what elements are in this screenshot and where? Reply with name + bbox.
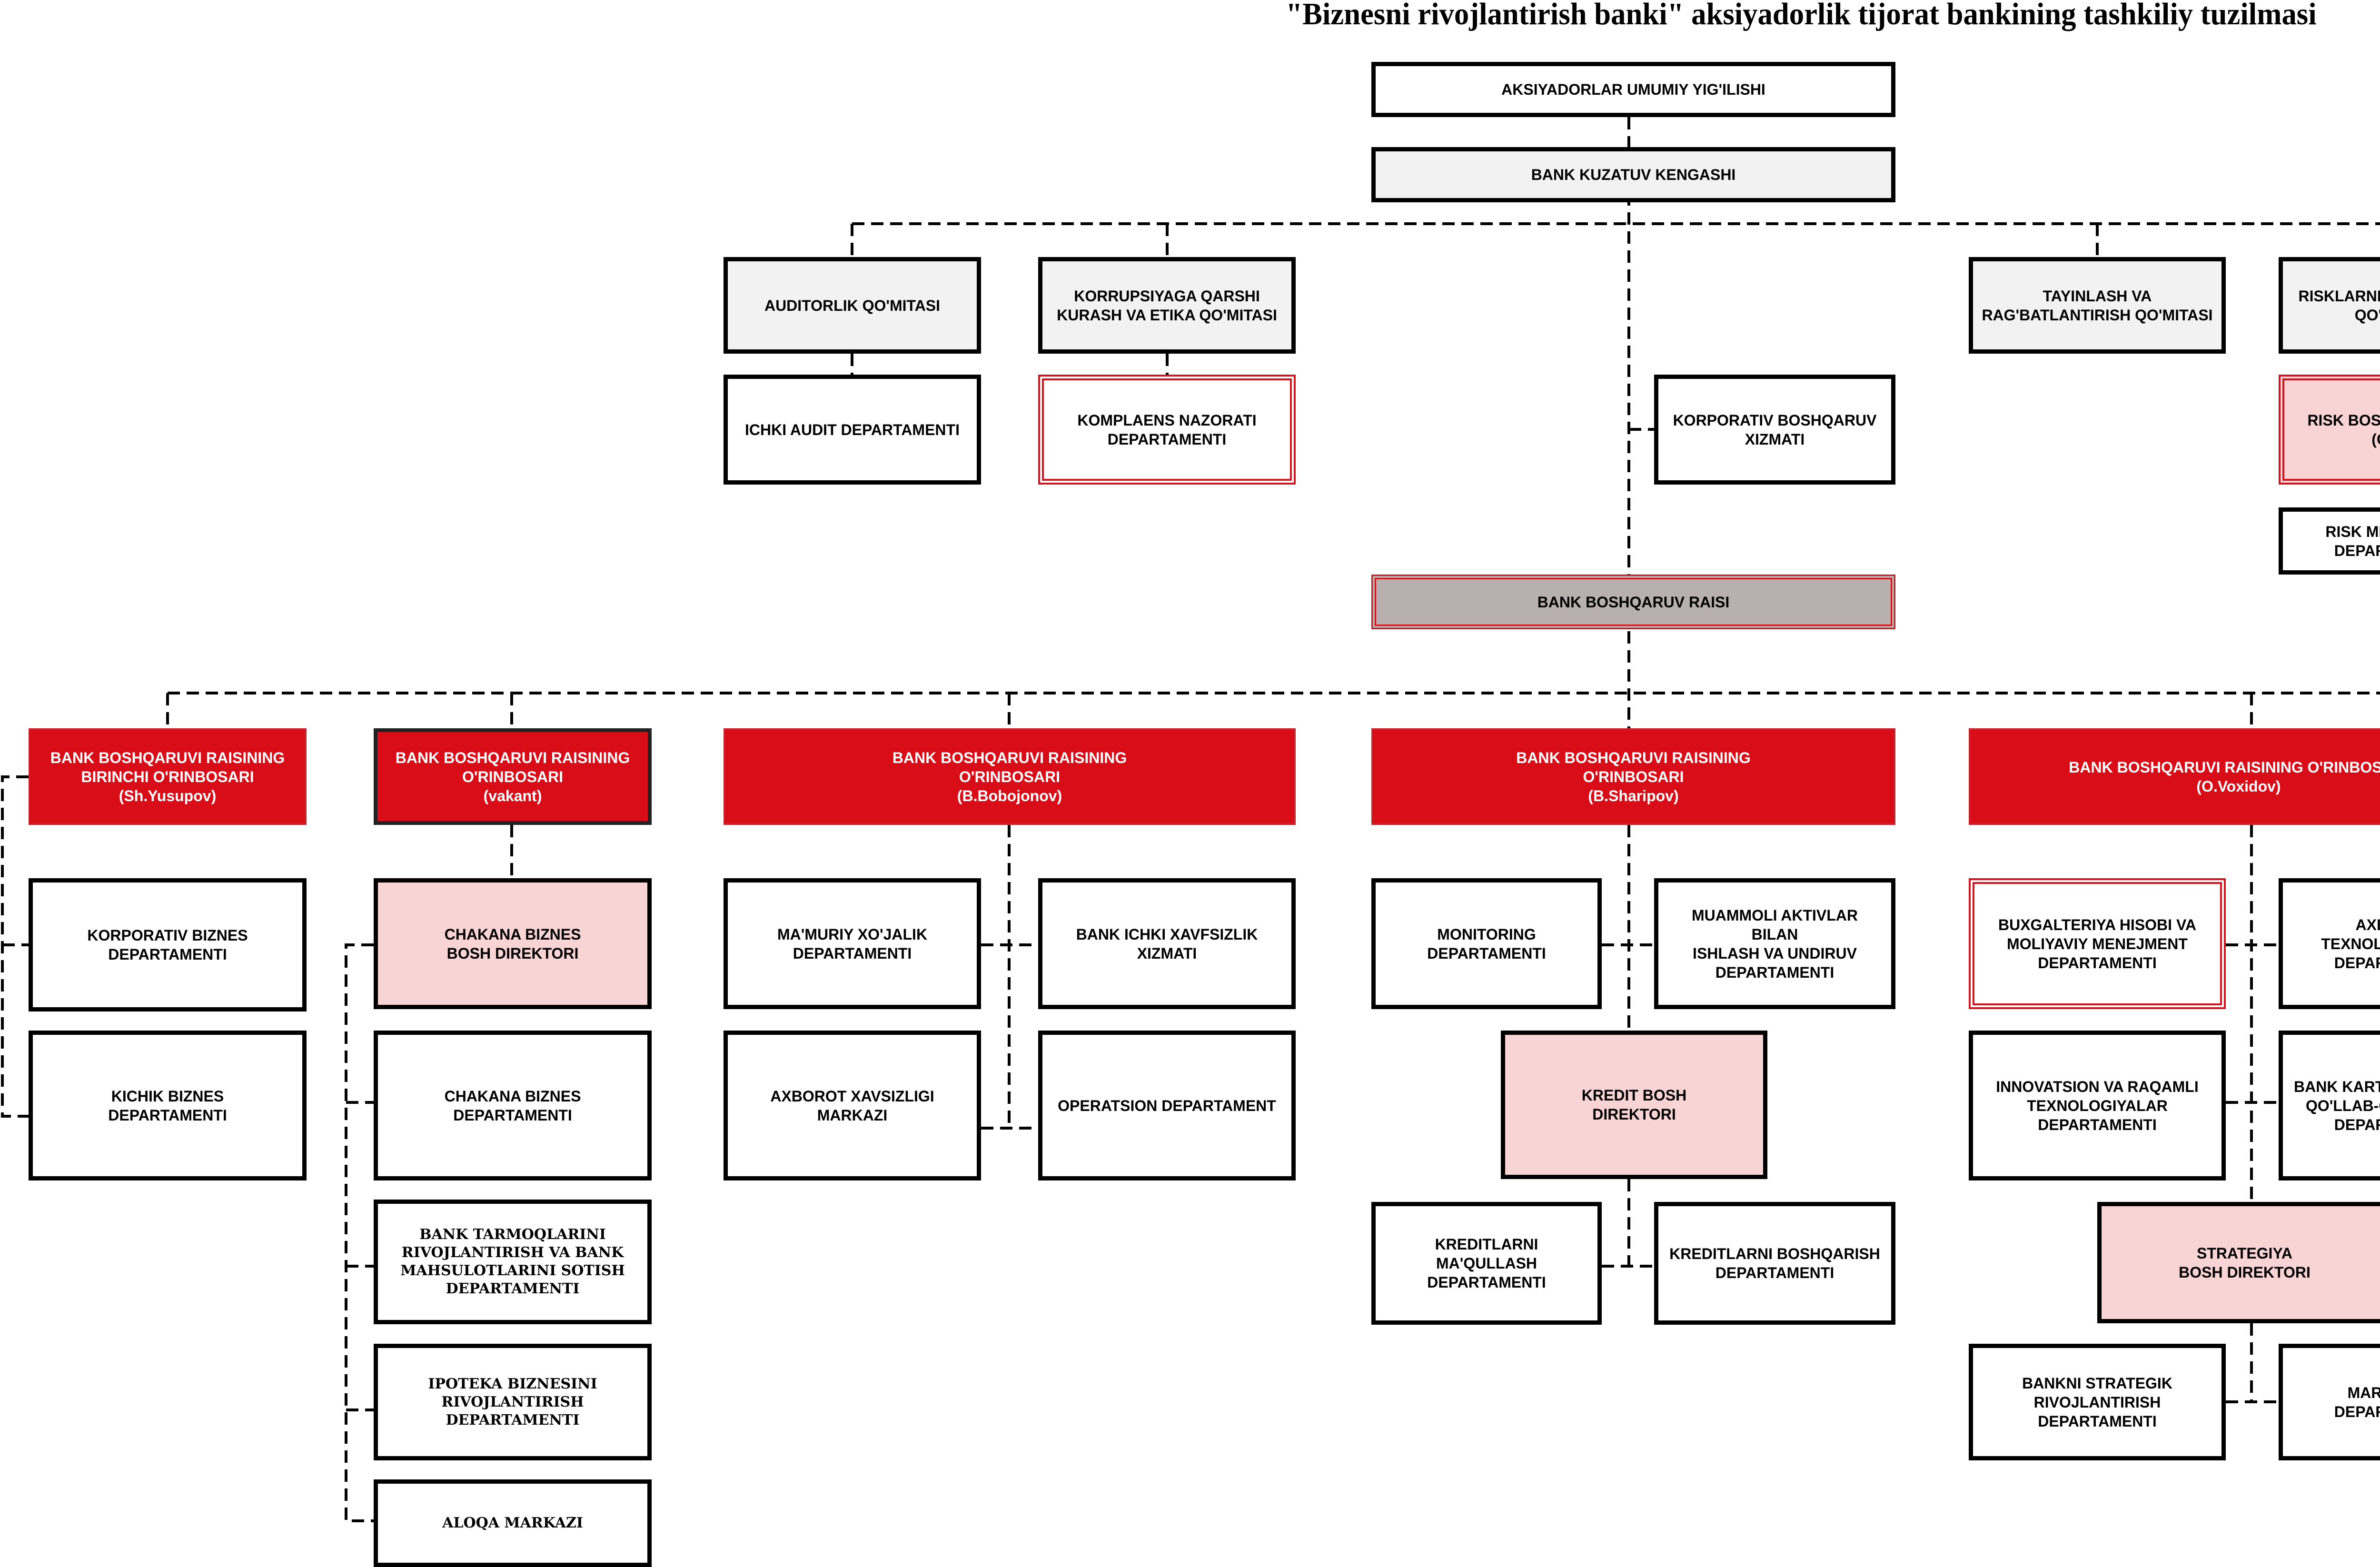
marketing-dept[interactable]: MARKETING DEPARTAMENTI (2279, 1344, 2380, 1460)
connector-deputy-4 (1602, 825, 1654, 1268)
deputy-voxidov[interactable]: BANK BOSHQARUVI RAISINING O'RINBOSARI (O… (1969, 728, 2380, 825)
connector-deputy-5 (2226, 825, 2279, 1403)
committee-risk[interactable]: RISKLARNI BOSHQARISH QO'MITASI (2279, 257, 2380, 354)
credit-management-dept[interactable]: KREDITLARNI BOSHQARISH DEPARTAMENTI (1654, 1202, 1895, 1325)
deputy-vakant-retail[interactable]: BANK BOSHQARUVI RAISINING O'RINBOSARI (v… (374, 728, 652, 825)
mortgage-business-dept[interactable]: IPOTEKA BIZNESINI RIVOJLANTIRISH DEPARTA… (374, 1344, 652, 1460)
strategy-director[interactable]: STRATEGIYA BOSH DIREKTORI (2097, 1202, 2380, 1323)
it-dept[interactable]: AXBOROT TEXNOLOGIYALARI DEPARTAMENTI (2279, 878, 2380, 1009)
accounting-dept[interactable]: BUXGALTERIYA HISOBI VA MOLIYAVIY MENEJME… (1969, 878, 2226, 1009)
problem-assets-dept[interactable]: MUAMMOLI AKTIVLAR BILAN ISHLASH VA UNDIR… (1654, 878, 1895, 1009)
committee-audit[interactable]: AUDITORLIK QO'MITASI (724, 257, 981, 354)
cro-box[interactable]: RISK BOSH DIREKTORI (CRO) (2279, 375, 2380, 485)
corporate-business-dept[interactable]: KORPORATIV BIZNES DEPARTAMENTI (29, 878, 307, 1012)
deputy-first-yusupov[interactable]: BANK BOSHQARUVI RAISINING BIRINCHI O'RIN… (29, 728, 307, 825)
bank-cards-dept[interactable]: BANK KARTALARI TIZIMINI QO'LLAB-QUVVATLA… (2279, 1031, 2380, 1180)
retail-business-dept[interactable]: CHAKANA BIZNES DEPARTAMENTI (374, 1031, 652, 1180)
connector-deputy-2 (345, 825, 513, 1522)
bank-network-sales-dept[interactable]: BANK TARMOQLARINI RIVOJLANTIRISH VA BANK… (374, 1200, 652, 1324)
deputy-sharipov[interactable]: BANK BOSHQARUVI RAISINING O'RINBOSARI (B… (1371, 728, 1895, 825)
information-security-center[interactable]: AXBOROT XAVSIZLIGI MARKAZI (724, 1031, 981, 1180)
retail-business-director[interactable]: CHAKANA BIZNES BOSH DIREKTORI (374, 878, 652, 1009)
connector-deputy-3 (981, 825, 1038, 1130)
connector-committees (851, 222, 2380, 257)
credit-approval-dept[interactable]: KREDITLARNI MA'QULLASH DEPARTAMENTI (1371, 1202, 1602, 1325)
deputy-bobojonov[interactable]: BANK BOSHQARUVI RAISINING O'RINBOSARI (B… (724, 728, 1296, 825)
shareholders-box[interactable]: AKSIYADORLAR UMUMIY YIG'ILISHI (1371, 62, 1895, 117)
internal-audit-dept[interactable]: ICHKI AUDIT DEPARTAMENTI (724, 375, 981, 485)
compliance-dept[interactable]: KOMPLAENS NAZORATI DEPARTAMENTI (1038, 375, 1296, 485)
connector-deputies (166, 692, 2380, 728)
internal-security-service[interactable]: BANK ICHKI XAVFSIZLIK XIZMATI (1038, 878, 1296, 1009)
chairman-box[interactable]: BANK BOSHQARUV RAISI (1371, 575, 1895, 629)
committee-anticorruption[interactable]: KORRUPSIYAGA QARSHI KURASH VA ETIKA QO'M… (1038, 257, 1296, 354)
corporate-governance-service[interactable]: KORPORATIV BOSHQARUV XIZMATI (1654, 375, 1895, 485)
chart-title: "Biznesni rivojlantirish banki" aksiyado… (1286, 0, 2317, 31)
credit-director[interactable]: KREDIT BOSH DIREKTORI (1501, 1031, 1767, 1179)
risk-management-dept[interactable]: RISK MENEJMENT DEPARTAMENTI (2279, 507, 2380, 575)
contact-center[interactable]: ALOQA MARKAZI (374, 1479, 652, 1567)
connector-deputy-1 (1, 775, 29, 1118)
supervisory-board-box[interactable]: BANK KUZATUV KENGASHI (1371, 147, 1895, 202)
innovation-digital-dept[interactable]: INNOVATSION VA RAQAMLI TEXNOLOGIYALAR DE… (1969, 1031, 2226, 1180)
operations-dept[interactable]: OPERATSION DEPARTAMENT (1038, 1031, 1296, 1180)
committee-nomination[interactable]: TAYINLASH VA RAG'BATLANTIRISH QO'MITASI (1969, 257, 2226, 354)
administrative-dept[interactable]: MA'MURIY XO'JALIK DEPARTAMENTI (724, 878, 981, 1009)
strategic-development-dept[interactable]: BANKNI STRATEGIK RIVOJLANTIRISH DEPARTAM… (1969, 1344, 2226, 1460)
small-business-dept[interactable]: KICHIK BIZNES DEPARTAMENTI (29, 1031, 307, 1180)
monitoring-dept[interactable]: MONITORING DEPARTAMENTI (1371, 878, 1602, 1009)
